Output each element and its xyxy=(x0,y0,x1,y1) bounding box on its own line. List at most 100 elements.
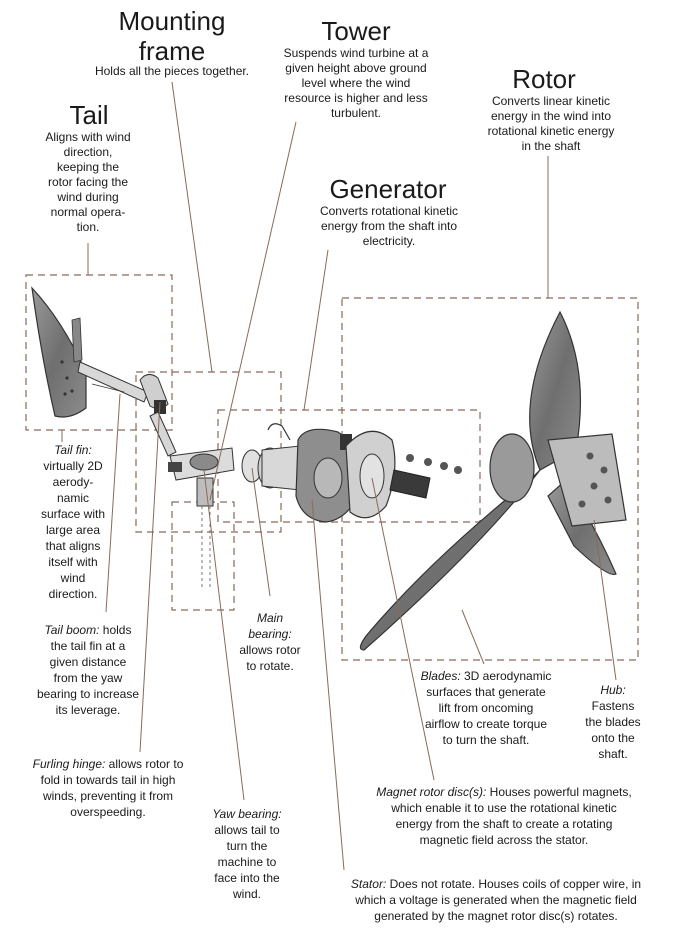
tail-boom-callout: Tail boom: holds the tail fin at a given… xyxy=(30,622,146,718)
tower-group-box xyxy=(171,501,235,611)
rotor-desc-line: energy in the wind into xyxy=(490,109,612,123)
leader-main-bearing xyxy=(251,467,271,597)
tail-group-box xyxy=(25,274,173,431)
rotor-desc-line: Converts linear kinetic xyxy=(491,94,611,108)
furling-hinge-line: overspeeding. xyxy=(70,805,146,819)
tail-fin-term: Tail fin: xyxy=(54,443,92,457)
magnet-rotor-callout: Magnet rotor disc(s): Houses powerful ma… xyxy=(364,784,644,848)
tower-desc-line: given height above ground xyxy=(285,61,427,75)
tower-desc-line: turbulent. xyxy=(330,106,382,120)
leader-generator xyxy=(303,249,329,411)
tail-fin-line: wind xyxy=(60,571,86,585)
tail-desc: Aligns with wind direction, keeping the … xyxy=(36,130,140,235)
mounting-frame-desc: Holds all the pieces together. xyxy=(94,64,250,78)
tail-fin-line: large area xyxy=(45,523,101,537)
leader-blades xyxy=(461,609,485,665)
furling-hinge-line: fold in towards tail in high xyxy=(40,773,176,787)
generator-group-box xyxy=(217,409,481,523)
blades-line: lift from oncoming xyxy=(438,701,534,715)
tail-fin-line: namic xyxy=(56,491,89,505)
generator-desc: Converts rotational kinetic energy from … xyxy=(304,204,474,249)
tail-desc-line: keeping the xyxy=(56,160,120,174)
leader-mounting-frame xyxy=(171,81,213,373)
hub-line: Fastens xyxy=(591,699,635,713)
yaw-bearing-line: machine to xyxy=(217,855,277,869)
furling-hinge-term: Furling hinge: xyxy=(32,757,106,771)
tail-boom-line: given distance xyxy=(49,655,127,669)
hub-line: the blades xyxy=(585,715,641,729)
tail-fin-line: itself with xyxy=(48,555,98,569)
generator-title: Generator xyxy=(329,174,447,204)
tail-fin-line: direction. xyxy=(48,587,98,601)
stator-line: which a voltage is generated when the ma… xyxy=(355,893,637,907)
tail-desc-line: Aligns with wind xyxy=(45,130,131,144)
rotor-title: Rotor xyxy=(512,64,576,94)
leader-hub xyxy=(593,519,617,681)
tower-desc: Suspends wind turbine at a given height … xyxy=(268,46,444,121)
yaw-bearing-line: allows tail to xyxy=(214,823,280,837)
tail-boom-line: holds xyxy=(99,623,132,637)
yaw-bearing-line: wind. xyxy=(232,887,261,901)
leader-magnet-rotor xyxy=(371,477,435,781)
rotor-part xyxy=(359,310,627,651)
mounting-frame-title: Mounting frame xyxy=(104,6,240,66)
mounting-frame-group-box xyxy=(135,371,282,533)
tail-fin-line: virtually 2D xyxy=(43,459,103,473)
tail-fin-callout: Tail fin: virtually 2D aerody- namic sur… xyxy=(38,442,108,602)
yaw-bearing-callout: Yaw bearing: allows tail to turn the mac… xyxy=(204,806,290,902)
tail-fin-line: that aligns xyxy=(45,539,101,553)
main-bearing-callout: Main bearing: allows rotor to rotate. xyxy=(226,610,314,674)
furling-hinge-callout: Furling hinge: allows rotor to fold in t… xyxy=(20,756,196,820)
tower-desc-line: resource is higher and less xyxy=(284,91,428,105)
furling-hinge-line: winds, preventing it from xyxy=(42,789,174,803)
tower-title: Tower xyxy=(321,16,391,46)
blades-line: airflow to create torque xyxy=(424,717,548,731)
magnet-rotor-line: energy from the shaft to create a rotati… xyxy=(395,817,613,831)
main-bearing-line: allows rotor xyxy=(239,643,301,657)
mounting-frame-title-line: frame xyxy=(138,36,206,66)
mounting-frame-title-line: Mounting xyxy=(118,6,226,36)
tower-desc-line: level where the wind xyxy=(301,76,411,90)
stator-line: Does not rotate. Houses coils of copper … xyxy=(386,877,642,891)
leader-tower xyxy=(209,121,297,501)
tail-desc-line: tion. xyxy=(76,220,100,234)
tail-fin-line: surface with xyxy=(40,507,106,521)
tower-part xyxy=(196,477,214,590)
main-bearing-line: to rotate. xyxy=(246,659,294,673)
generator-desc-line: energy from the shaft into xyxy=(320,219,458,233)
magnet-rotor-term: Magnet rotor disc(s): xyxy=(376,785,487,799)
stator-line: generated by the magnet rotor disc(s) ro… xyxy=(374,909,618,923)
generator-desc-line: Converts rotational kinetic xyxy=(319,204,459,218)
blades-callout: Blades: 3D aerodynamic surfaces that gen… xyxy=(404,668,568,748)
tail-desc-line: rotor facing the xyxy=(47,175,129,189)
tail-boom-line: bearing to increase xyxy=(36,687,140,701)
tail-fin-part xyxy=(31,286,87,418)
hub-line: onto the xyxy=(591,731,635,745)
yaw-bearing-term: Yaw bearing: xyxy=(212,807,282,821)
tail-boom-part xyxy=(77,361,149,403)
tower-desc-line: Suspends wind turbine at a xyxy=(283,46,429,60)
tail-fin-line: aerody- xyxy=(52,475,94,489)
tail-boom-line: from the yaw xyxy=(53,671,123,685)
tail-desc-line: wind during xyxy=(57,190,119,204)
rotor-desc-line: in the shaft xyxy=(521,139,581,153)
main-bearing-term: bearing: xyxy=(248,627,292,641)
blades-term: Blades: xyxy=(420,669,461,683)
tail-boom-line: the tail fin at a xyxy=(50,639,126,653)
leader-tail-boom xyxy=(105,393,121,613)
leader-furling-hinge xyxy=(139,401,161,753)
hub-callout: Hub: Fastens the blades onto the shaft. xyxy=(578,682,648,762)
leader-yaw-bearing xyxy=(203,469,245,801)
hub-line: shaft. xyxy=(598,747,628,761)
tail-desc-line: direction, xyxy=(63,145,113,159)
yaw-bearing-line: face into the xyxy=(214,871,280,885)
yaw-bearing-line: turn the xyxy=(226,839,268,853)
magnet-rotor-part xyxy=(345,430,462,519)
tail-title: Tail xyxy=(69,100,109,130)
rotor-desc: Converts linear kinetic energy in the wi… xyxy=(476,94,626,154)
stator-part xyxy=(295,428,363,523)
blades-line: to turn the shaft. xyxy=(442,733,530,747)
mounting-frame-part xyxy=(139,374,235,481)
furling-hinge-line: allows rotor to xyxy=(105,757,184,771)
